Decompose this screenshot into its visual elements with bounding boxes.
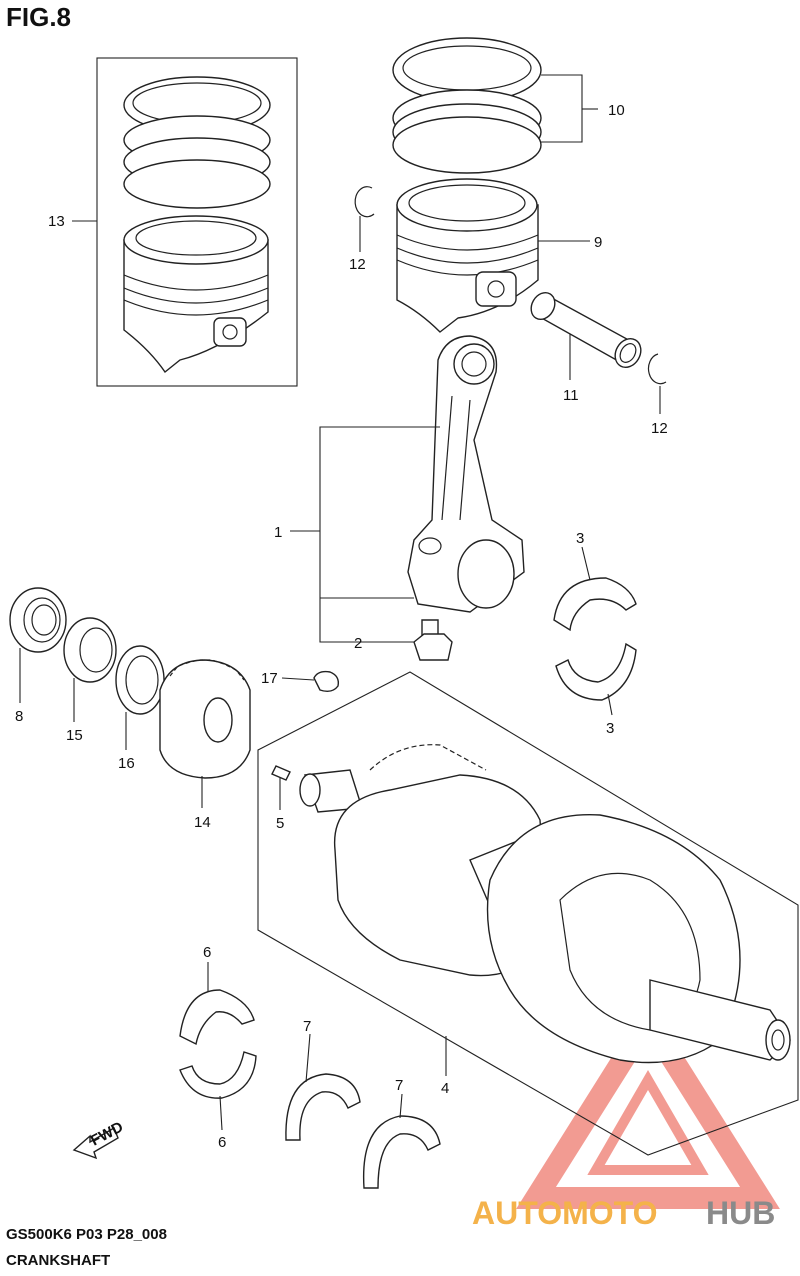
watermark-text-light: AUTOMOTO <box>472 1195 657 1231</box>
watermark-text-dark: HUB <box>706 1195 775 1231</box>
piston-pin <box>530 291 642 369</box>
callout-11: 11 <box>563 387 579 404</box>
callout-5: 5 <box>276 815 284 832</box>
washer <box>115 645 165 715</box>
callout-8: 8 <box>15 708 23 725</box>
crankshaft-box <box>257 671 799 1156</box>
callout-1: 1 <box>274 524 282 541</box>
piston <box>396 178 539 333</box>
callout-4: 4 <box>441 1080 449 1097</box>
main-bearing-upper <box>179 989 255 1046</box>
figure-title: FIG.8 <box>6 2 72 32</box>
callout-3-lower: 3 <box>606 720 614 737</box>
diagram-name: CRANKSHAFT <box>6 1252 111 1269</box>
oil-seal <box>9 587 67 653</box>
thrust-washer-b <box>362 1115 441 1189</box>
callout-9: 9 <box>594 234 602 251</box>
spacer <box>63 617 117 683</box>
callout-15: 15 <box>66 727 83 744</box>
callout-17: 17 <box>261 670 278 687</box>
conrod-bearing-upper <box>553 577 637 632</box>
crankshaft <box>299 744 791 1064</box>
connecting-rod <box>407 335 525 613</box>
callout-2: 2 <box>354 635 362 652</box>
callout-7-b: 7 <box>395 1077 403 1094</box>
callout-12-lower: 12 <box>651 420 668 437</box>
callout-6-upper: 6 <box>203 944 211 961</box>
watermark-logo <box>516 999 780 1209</box>
callout-7-a: 7 <box>303 1018 311 1035</box>
callout-3-upper: 3 <box>576 530 584 547</box>
conrod-bearing-lower <box>555 642 637 701</box>
leader-lines <box>19 74 661 1131</box>
thrust-washer-a <box>285 1073 361 1141</box>
callout-13: 13 <box>48 213 65 230</box>
woodruff-key <box>313 670 340 693</box>
callout-12-upper: 12 <box>349 256 366 273</box>
drive-gear <box>159 659 251 779</box>
piston-set-box <box>96 57 298 387</box>
piston-ring-set <box>392 37 542 174</box>
circlip-lower <box>647 353 667 385</box>
fwd-arrow-icon <box>72 1126 119 1160</box>
callout-10: 10 <box>608 102 625 119</box>
callout-16: 16 <box>118 755 135 772</box>
main-bearing-lower <box>179 1051 257 1099</box>
model-code: GS500K6 P03 P28_008 <box>6 1226 167 1243</box>
callout-6-lower: 6 <box>218 1134 226 1151</box>
dowel-pin <box>271 765 291 781</box>
conrod-nut <box>413 619 453 661</box>
circlip-upper <box>354 186 375 218</box>
callout-14: 14 <box>194 814 211 831</box>
